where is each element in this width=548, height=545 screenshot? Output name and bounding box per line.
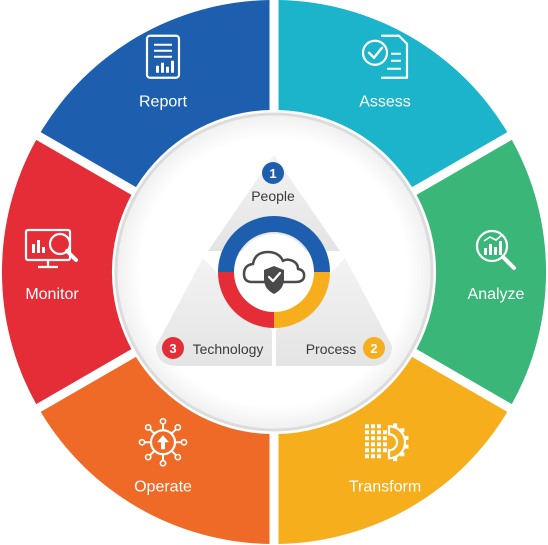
segment-label: Assess [359, 94, 411, 111]
pillar-number: 3 [169, 341, 176, 356]
segment-shape [1, 139, 132, 405]
monitor-icon [24, 228, 78, 269]
segment-analyze: Analyze [416, 139, 547, 405]
segment-shape [278, 0, 508, 188]
ring-arc-process [273, 271, 330, 328]
segment-label: Operate [134, 478, 192, 495]
segment-label: Monitor [25, 286, 79, 303]
segment-assess: Assess [278, 0, 508, 188]
segment-transform: Transform [278, 356, 508, 544]
segment-monitor: Monitor [1, 139, 132, 405]
segment-label: Transform [349, 478, 421, 495]
pillar-number-badge [262, 162, 284, 184]
assess-icon [361, 34, 409, 79]
pillar-people: 1 People [251, 162, 295, 204]
ring-arc-people [218, 216, 330, 273]
pillar-process: 2 Process [306, 337, 385, 359]
segment-shape [416, 139, 547, 405]
pillar-process-area [276, 258, 392, 366]
operate-icon [138, 417, 188, 467]
transform-icon [365, 423, 409, 462]
pillar-technology-area [156, 258, 272, 366]
segment-report: Report [40, 0, 270, 188]
pillar-label: Process [306, 341, 357, 357]
cloud-shield-icon [242, 250, 306, 294]
segment-label: Report [139, 94, 188, 111]
pillar-label: Technology [193, 341, 264, 357]
segment-label: Analyze [468, 286, 525, 303]
pillar-number: 1 [269, 166, 276, 181]
analyze-icon [475, 229, 516, 270]
segment-operate: Operate [40, 356, 270, 544]
ring-arc-technology [218, 271, 275, 328]
pillar-number-badge [162, 337, 184, 359]
pillar-number: 2 [370, 341, 377, 356]
pillar-label: People [251, 188, 295, 204]
pillar-number-badge [363, 337, 385, 359]
segment-shape [40, 0, 270, 188]
pillar-technology: 3 Technology [162, 337, 263, 359]
report-icon [145, 34, 181, 79]
